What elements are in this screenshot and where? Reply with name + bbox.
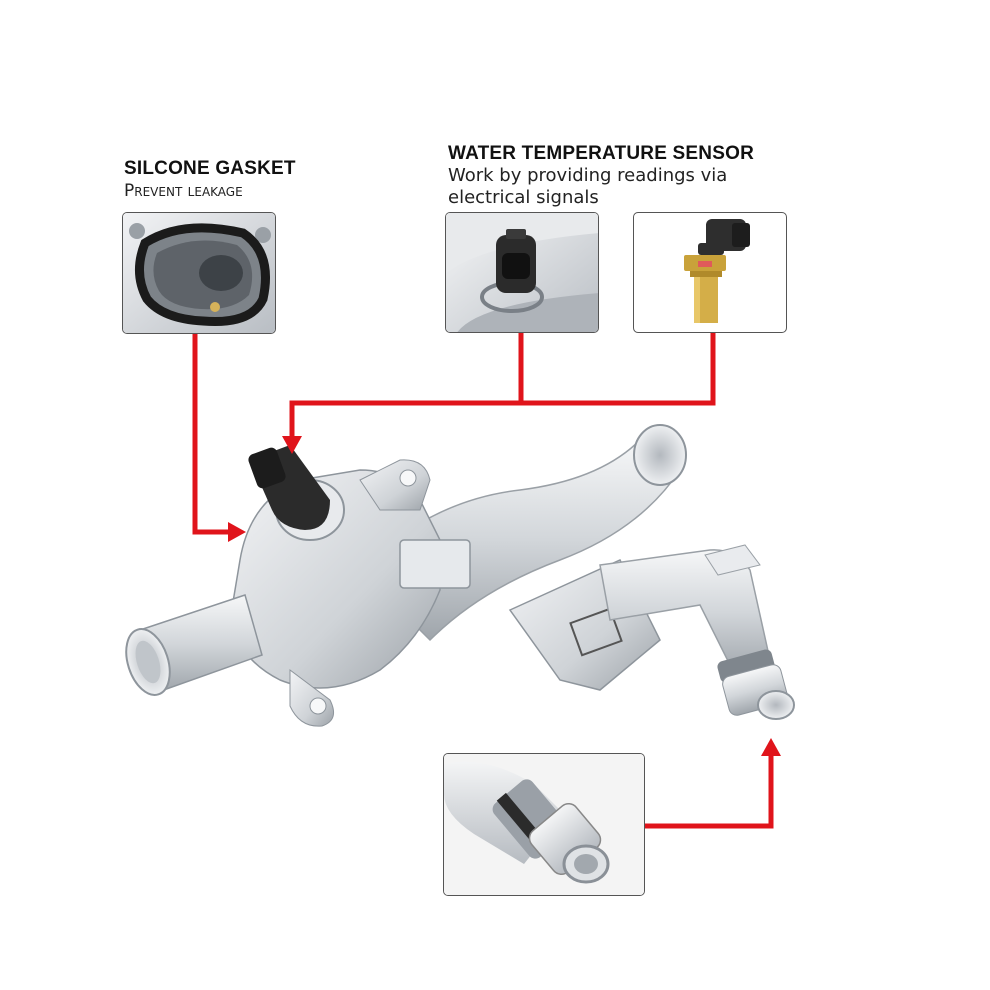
gasket-subtitle: Prevent leakage: [124, 181, 243, 201]
sensor-subtitle-line2: electrical signals: [448, 187, 599, 208]
arrow-outlet-head: [761, 738, 781, 756]
arrow-sensor-head: [282, 436, 302, 454]
outlet-nozzle: [757, 690, 795, 720]
arrow-gasket-head: [228, 522, 246, 542]
upper-pipe-opening: [633, 424, 687, 486]
arrow-gasket: [192, 334, 232, 535]
sensor-title: WATER TEMPERATURE SENSOR: [448, 143, 754, 164]
arrow-sensor: [289, 333, 716, 440]
sensor-subtitle-line1: Work by providing readings via: [448, 165, 728, 186]
sensor-part-image: [633, 212, 787, 333]
gasket-detail-image: [122, 212, 276, 334]
outlet-ring: [717, 649, 775, 683]
arrow-outlet: [645, 752, 774, 829]
outlet-detail-image: [443, 753, 645, 896]
sensor-installed-image: [445, 212, 599, 333]
gasket-title: SILCONE GASKET: [124, 158, 296, 179]
